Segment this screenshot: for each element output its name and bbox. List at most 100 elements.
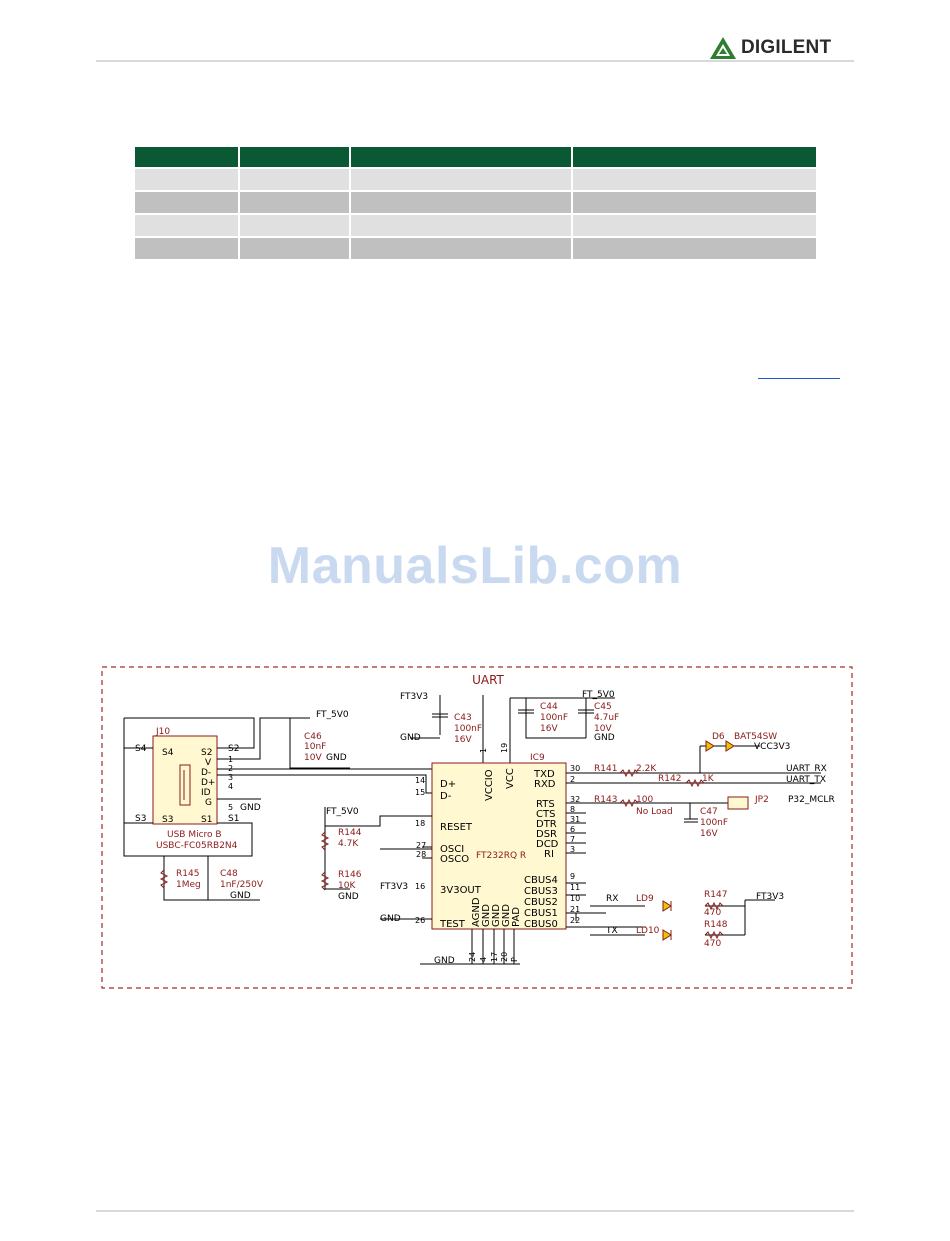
pin-num-p: P	[510, 957, 519, 962]
header-rule	[96, 60, 854, 62]
label-c45-volt: 10V	[594, 724, 612, 734]
label-r146-val: 10K	[338, 881, 356, 891]
net-gnd-c46: GND	[326, 753, 347, 763]
pin-num-32: 32	[570, 795, 580, 804]
label-jp2: JP2	[754, 795, 769, 805]
pin-num-8: 8	[570, 805, 575, 814]
pin-gnd1: GND	[481, 904, 492, 927]
pin-dsr: DSR	[536, 829, 557, 840]
label-r143-val: 100	[636, 795, 653, 805]
table-row	[135, 238, 816, 259]
label-c44-volt: 16V	[540, 724, 558, 734]
j10-pin2: 2	[228, 764, 233, 773]
pin-num-20: 20	[500, 952, 509, 962]
label-ld9: LD9	[636, 894, 654, 904]
j10-s4: S4	[162, 748, 174, 758]
footer-rule	[96, 1210, 854, 1212]
table-row	[135, 192, 816, 213]
pin-num-15: 15	[415, 788, 425, 797]
pin-num-21: 21	[570, 905, 580, 914]
label-c43: C43	[454, 713, 472, 723]
pin-pad: PAD	[511, 907, 522, 927]
pin-num-19: 19	[500, 743, 509, 753]
table-header-cell	[240, 147, 349, 167]
pin-cbus0: CBUS0	[524, 919, 558, 930]
uart-schematic: UART FT3V3 GN	[101, 666, 853, 989]
pin-num-6: 6	[570, 825, 575, 834]
label-ic9: IC9	[530, 753, 545, 763]
pin-num-30: 30	[570, 764, 580, 773]
label-r141-val: 2.2K	[636, 764, 657, 774]
net-rx: RX	[606, 894, 618, 904]
label-r146: R146	[338, 870, 362, 880]
j10-s3-out: S3	[135, 814, 146, 824]
digilent-logo-icon	[710, 37, 736, 59]
label-r142: R142	[658, 774, 681, 784]
label-j10: J10	[155, 727, 170, 737]
label-r145-val: 1Meg	[176, 880, 201, 890]
label-r145: R145	[176, 869, 199, 879]
j10-s1: S1	[201, 815, 212, 825]
pin-cts: CTS	[536, 809, 555, 820]
pin-num-4: 4	[479, 957, 488, 962]
label-c46-volt: 10V	[304, 753, 322, 763]
label-c44-val: 100nF	[540, 713, 568, 723]
hyperlink-underline[interactable]	[758, 378, 840, 379]
j10-dp: D+	[201, 778, 215, 788]
pin-osci: OSCI	[440, 844, 464, 855]
label-c43-val: 100nF	[454, 724, 482, 734]
label-r143: R143	[594, 795, 617, 805]
net-gnd-j10: GND	[240, 803, 261, 813]
label-r147-val: 470	[704, 908, 721, 918]
pin-num-18: 18	[415, 819, 425, 828]
net-ft5v0-top: FT_5V0	[582, 690, 615, 700]
label-ic9-part: FT232RQ R	[476, 851, 526, 861]
pin-num-24: 24	[468, 952, 477, 962]
j10-s4-out: S4	[135, 744, 147, 754]
net-gnd-r146: GND	[338, 892, 359, 902]
pin-reset: RESET	[440, 822, 473, 833]
net-gnd-c45: GND	[594, 733, 615, 743]
net-ft3v3-led: FT3V3	[756, 892, 784, 902]
pin-rxd: RXD	[534, 779, 556, 790]
j10-v: V	[205, 758, 212, 768]
table-header-row	[135, 147, 816, 167]
label-r142-val: 1K	[702, 774, 715, 784]
pin-num-2: 2	[570, 775, 575, 784]
net-tx: TX	[605, 926, 618, 936]
pin-num-22: 22	[570, 916, 580, 925]
label-c44: C44	[540, 702, 558, 712]
label-c47: C47	[700, 807, 718, 817]
pin-txd: TXD	[533, 769, 555, 780]
pin-cbus3: CBUS3	[524, 886, 558, 897]
pin-num-7: 7	[570, 835, 575, 844]
label-c47-volt: 16V	[700, 829, 718, 839]
label-r147: R147	[704, 890, 727, 900]
net-ft3v3-left: FT3V3	[380, 882, 408, 892]
net-vcc3v3: VCC3V3	[754, 742, 790, 752]
pin-num-31: 31	[570, 815, 580, 824]
net-gnd-bottom: GND	[434, 956, 455, 966]
pin-cbus1: CBUS1	[524, 908, 558, 919]
net-ft5v0-r144: FT_5V0	[326, 807, 359, 817]
pin-num-27: 27	[416, 841, 426, 850]
j10-s1-out: S1	[228, 814, 239, 824]
pin-num-26: 26	[415, 916, 425, 925]
j10-pin4: 4	[228, 782, 233, 791]
j10-g: G	[205, 798, 212, 808]
label-c45-val: 4.7uF	[594, 713, 619, 723]
pin-dtr: DTR	[536, 819, 557, 830]
pin-cbus2: CBUS2	[524, 897, 558, 908]
pin-cbus4: CBUS4	[524, 875, 558, 886]
label-c47-val: 100nF	[700, 818, 728, 828]
net-ft3v3-top: FT3V3	[400, 692, 428, 702]
usb-name: USB Micro B	[167, 830, 222, 840]
label-c48: C48	[220, 869, 238, 879]
net-gnd-top: GND	[400, 733, 421, 743]
pin-3v3out: 3V3OUT	[440, 885, 482, 896]
label-c46: C46	[304, 732, 322, 742]
label-r144: R144	[338, 828, 362, 838]
table-row	[135, 169, 816, 190]
table-row	[135, 215, 816, 236]
pin-dcd: DCD	[536, 839, 559, 850]
